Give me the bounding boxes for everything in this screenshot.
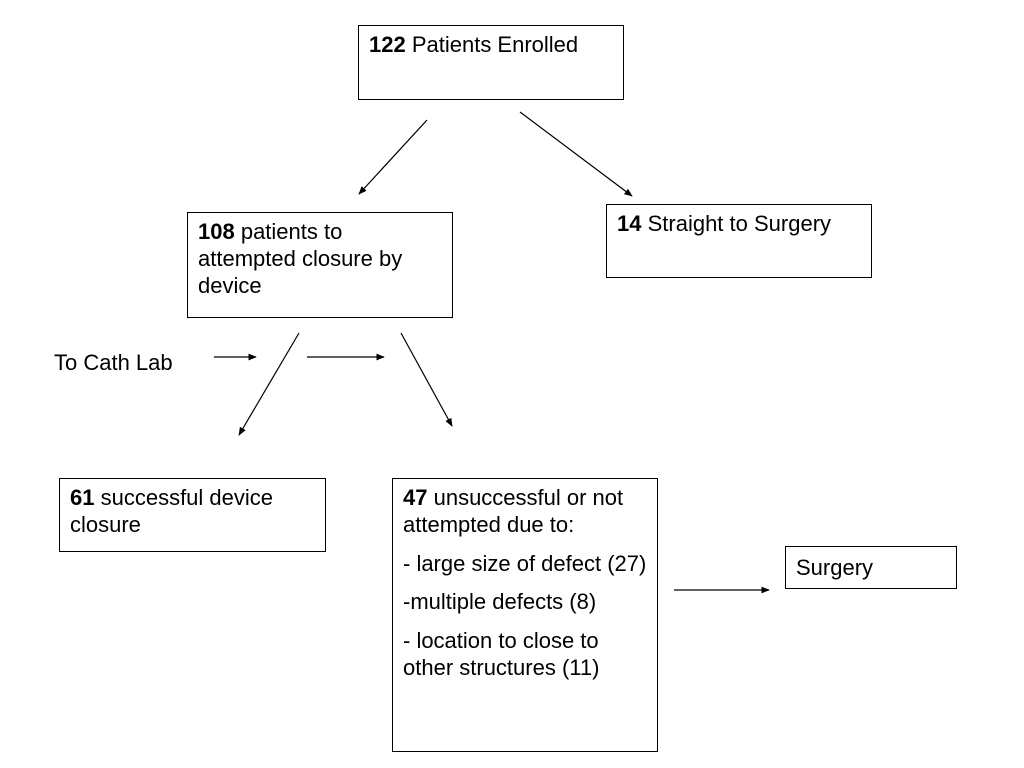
arrow-enrolled-to-attempted: [358, 119, 428, 195]
count-straight-surgery: 14: [617, 211, 642, 236]
text-enrolled: Patients Enrolled: [405, 32, 579, 57]
count-unsuccessful: 47: [403, 485, 428, 510]
reason-multiple-defects: -multiple defects (8): [403, 589, 597, 615]
node-attempted-closure: 108 patients to attempted closure by dev…: [187, 212, 453, 318]
label-to-cath-lab: To Cath Lab: [54, 350, 173, 375]
arrow-attempted-to-successful: [238, 332, 300, 436]
text-unsuccessful: unsuccessful or not attempted due to:: [403, 485, 624, 537]
node-enrolled: 122 Patients Enrolled: [358, 25, 624, 100]
count-enrolled: 122: [369, 32, 406, 57]
text-surgery: Surgery: [796, 555, 874, 580]
reason-location: - location to close to other structures …: [403, 628, 600, 681]
arrow-enrolled-to-straight-surgery: [519, 111, 633, 197]
count-successful: 61: [70, 485, 95, 510]
node-surgery: Surgery: [785, 546, 957, 589]
text-straight-surgery: Straight to Surgery: [641, 211, 832, 236]
node-straight-to-surgery: 14 Straight to Surgery: [606, 204, 872, 278]
reason-large-size: - large size of defect (27): [403, 550, 647, 576]
node-successful-closure: 61 successful device closure: [59, 478, 326, 552]
text-attempted: patients to attempted closure by device: [198, 219, 403, 298]
node-unsuccessful: 47 unsuccessful or not attempted due to:…: [392, 478, 658, 752]
arrow-attempted-to-unsuccessful: [400, 332, 453, 427]
count-attempted: 108: [198, 219, 235, 244]
text-successful: successful device closure: [70, 485, 274, 537]
unsuccessful-heading: 47 unsuccessful or not attempted due to:: [403, 485, 647, 539]
